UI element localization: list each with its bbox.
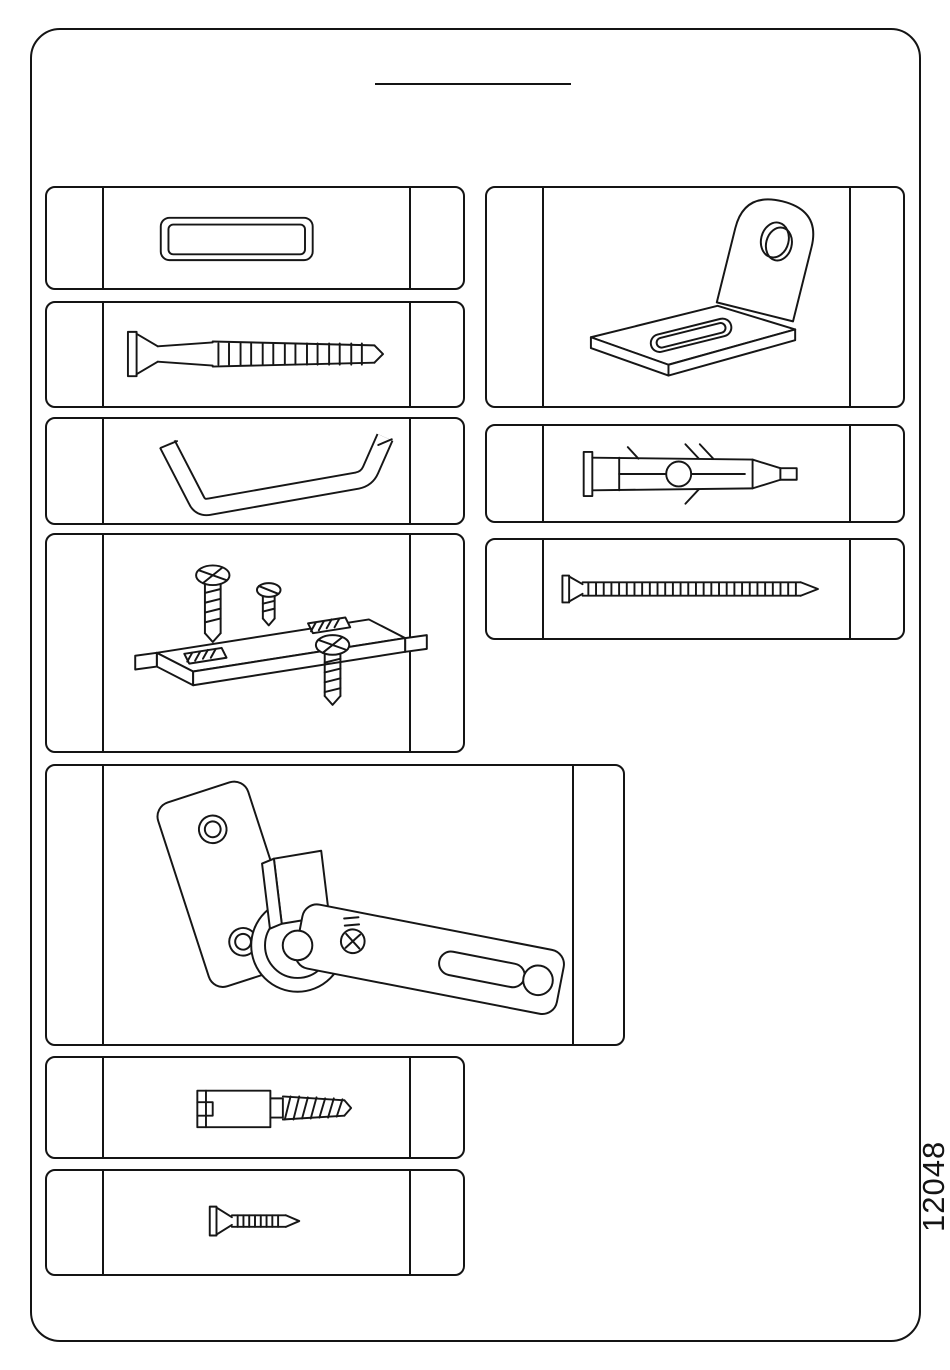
wall-anchor-icon	[582, 443, 798, 505]
box-divider-left	[542, 426, 544, 521]
box-divider-right	[849, 426, 851, 521]
part-box-mounting-plate	[45, 533, 465, 753]
title-line	[375, 83, 571, 85]
box-divider-right	[572, 766, 574, 1044]
box-divider-left	[542, 188, 544, 406]
box-divider-left	[542, 540, 544, 638]
box-divider-right	[409, 188, 411, 288]
part-box-angle-bracket	[485, 186, 905, 408]
wood-screw-icon	[126, 330, 384, 378]
part-box-wood-screw	[45, 301, 465, 408]
small-countersunk-screw-icon	[208, 1205, 301, 1237]
long-wood-screw-icon	[561, 574, 819, 604]
box-divider-right	[409, 1058, 411, 1157]
box-divider-right	[409, 1171, 411, 1274]
angle-bracket-icon	[589, 198, 815, 377]
box-divider-right	[849, 540, 851, 638]
allen-key-icon	[159, 433, 394, 517]
part-box-allen-key	[45, 417, 465, 525]
box-divider-right	[409, 303, 411, 406]
concealed-hinge-icon	[156, 780, 565, 1015]
box-divider-left	[102, 1171, 104, 1274]
box-divider-left	[102, 419, 104, 523]
part-box-long-screw	[485, 538, 905, 640]
page-border	[30, 28, 921, 1342]
box-divider-right	[409, 419, 411, 523]
box-divider-right	[849, 188, 851, 406]
flat-dowel-icon	[159, 216, 314, 262]
box-divider-left	[102, 766, 104, 1044]
document-code: 12048	[916, 1140, 950, 1232]
part-box-wall-anchor	[485, 424, 905, 523]
connecting-bolt-icon	[196, 1089, 353, 1129]
box-divider-left	[102, 535, 104, 751]
part-box-small-screw	[45, 1169, 465, 1276]
hinge-mounting-plate-icon	[134, 564, 428, 706]
box-divider-left	[102, 303, 104, 406]
box-divider-left	[102, 1058, 104, 1157]
part-box-flat-dowel	[45, 186, 465, 290]
box-divider-left	[102, 188, 104, 288]
part-box-connecting-bolt	[45, 1056, 465, 1159]
part-box-hinge	[45, 764, 625, 1046]
